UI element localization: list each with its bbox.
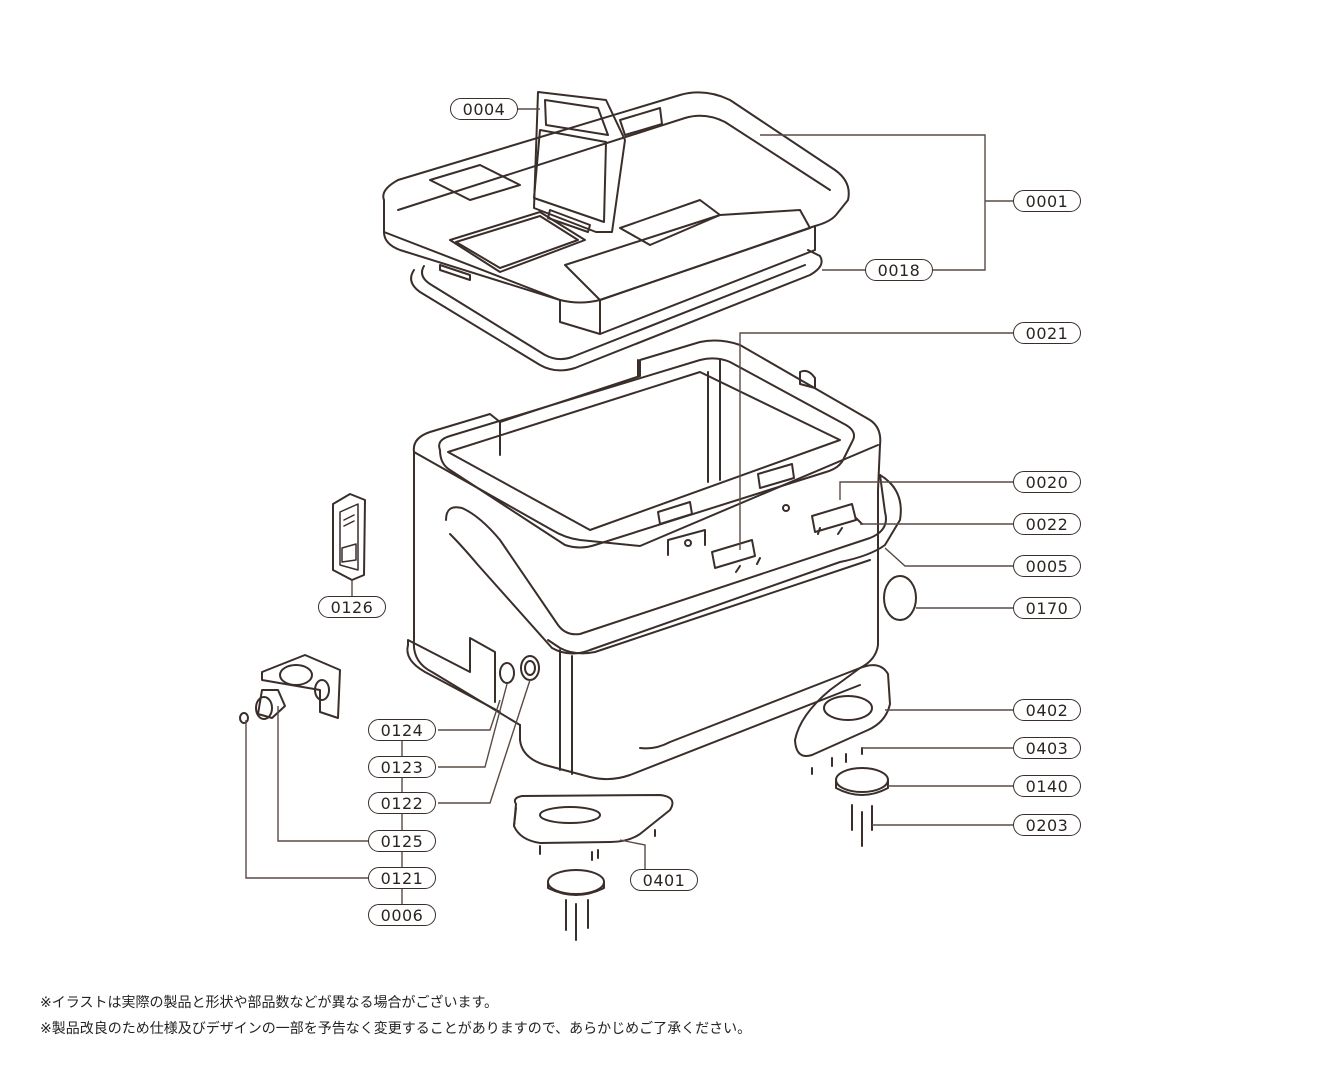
- bracket-assembly: [239, 654, 341, 724]
- part-label-0001: 0001: [1013, 190, 1081, 212]
- part-label-0140: 0140: [1013, 775, 1081, 797]
- part-label-0122: 0122: [368, 792, 436, 814]
- lid: [382, 91, 850, 335]
- part-label-0126: 0126: [318, 596, 386, 618]
- disclaimer-note-2: ※製品改良のため仕様及びデザインの一部を予告なく変更することがありますので、あら…: [40, 1021, 752, 1037]
- part-label-0401: 0401: [630, 869, 698, 891]
- part-label-0123: 0123: [368, 756, 436, 778]
- part-label-0124: 0124: [368, 719, 436, 741]
- side-plate: [332, 493, 366, 581]
- part-label-0021: 0021: [1013, 322, 1081, 344]
- handle: [445, 474, 902, 655]
- part-label-0403: 0403: [1013, 737, 1081, 759]
- part-label-0170: 0170: [1013, 597, 1081, 619]
- lid-flap: [533, 91, 626, 233]
- leader-lines: [245, 108, 1013, 904]
- part-label-0022: 0022: [1013, 513, 1081, 535]
- gasket: [410, 249, 823, 372]
- rear-foot: [794, 664, 891, 847]
- oval-part: [883, 575, 917, 621]
- part-label-0125: 0125: [368, 830, 436, 852]
- part-label-0004: 0004: [450, 98, 518, 120]
- part-label-0203: 0203: [1013, 814, 1081, 836]
- part-label-0006: 0006: [368, 904, 436, 926]
- part-label-0018: 0018: [865, 259, 933, 281]
- front-foot: [513, 794, 674, 941]
- part-label-0121: 0121: [368, 867, 436, 889]
- cooler-body: [406, 339, 882, 781]
- part-label-0005: 0005: [1013, 555, 1081, 577]
- part-label-0402: 0402: [1013, 699, 1081, 721]
- drain-assembly: [499, 655, 540, 684]
- part-label-0020: 0020: [1013, 471, 1081, 493]
- hinges: [657, 463, 863, 573]
- disclaimer-note-1: ※イラストは実際の製品と形状や部品数などが異なる場合がございます。: [40, 995, 499, 1011]
